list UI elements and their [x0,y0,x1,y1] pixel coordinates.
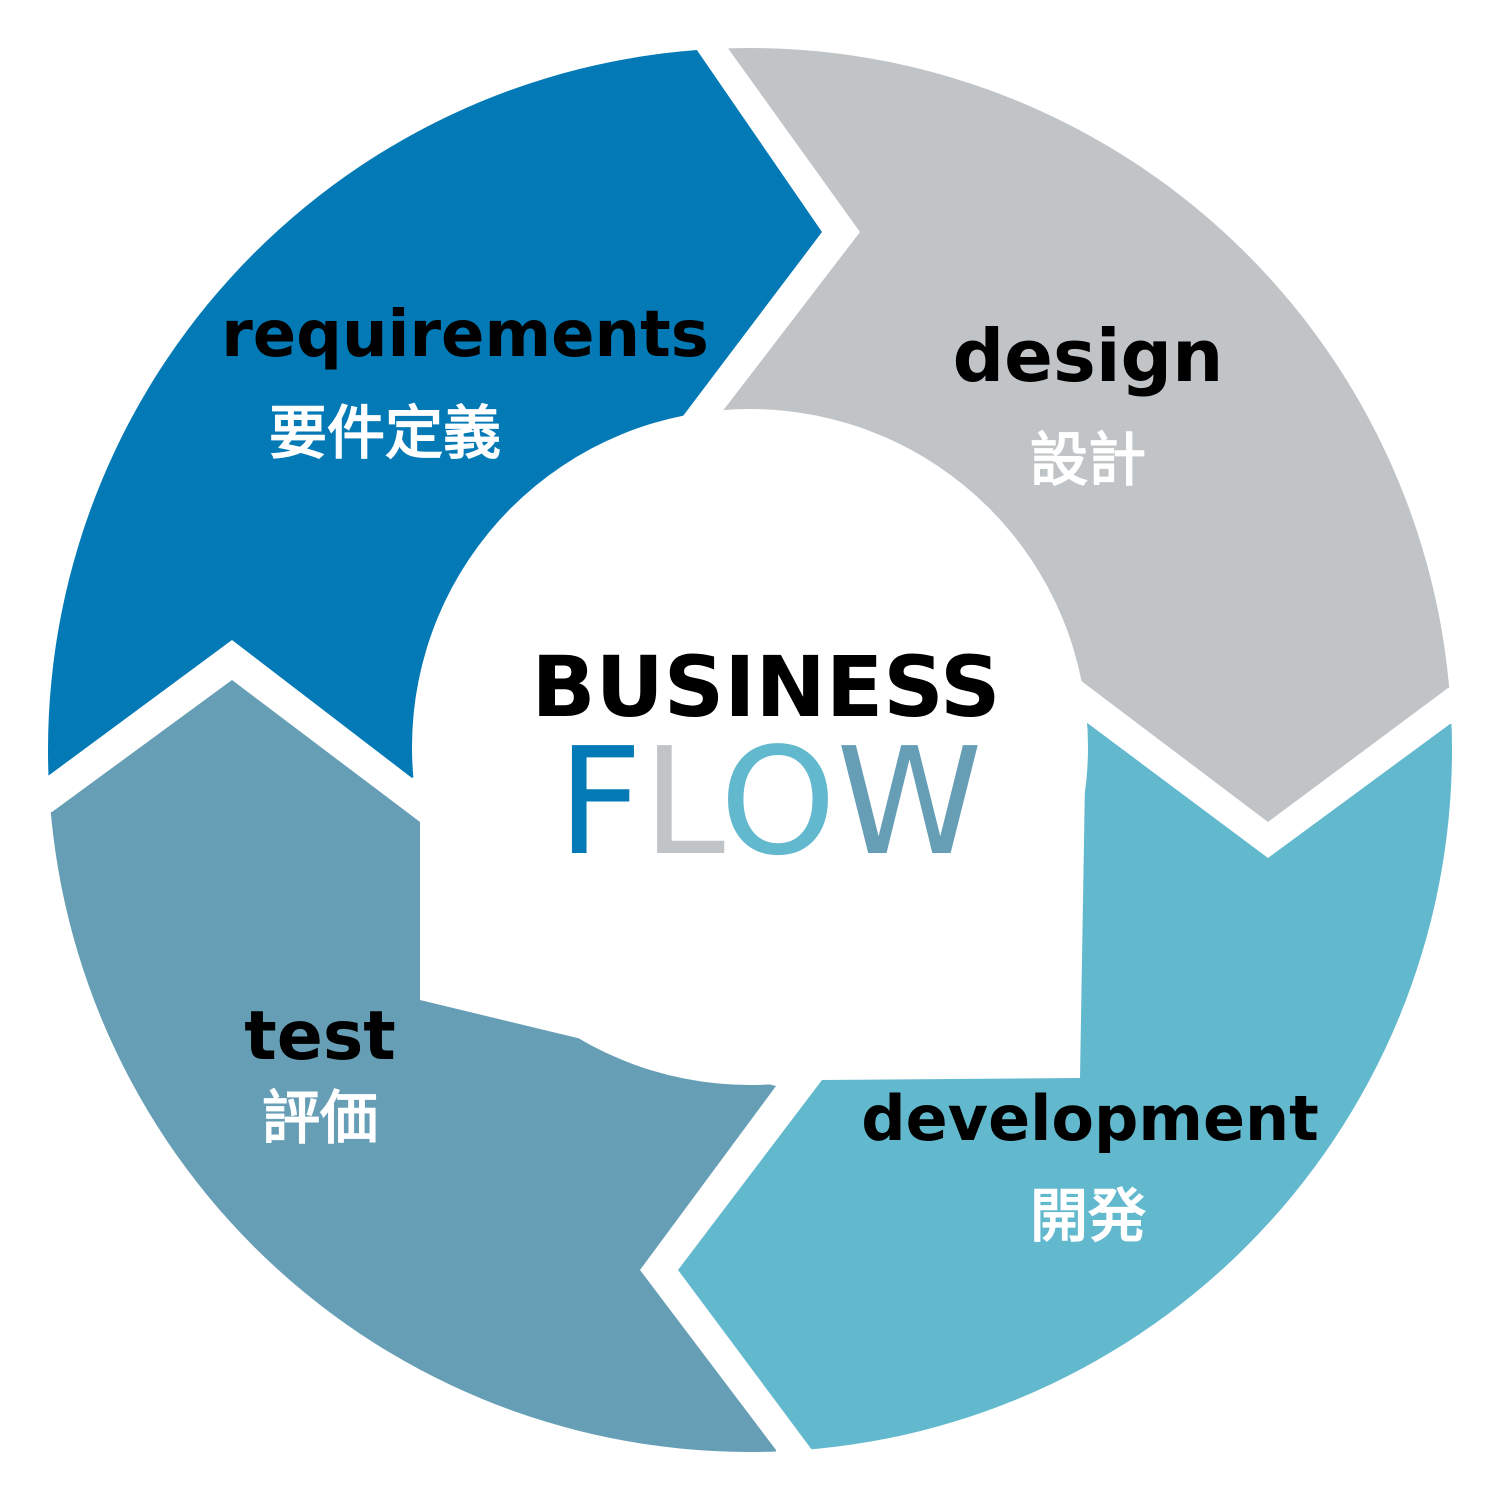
development-label: development [861,1082,1319,1155]
requirements-label-jp: 要件定義 [269,399,501,467]
center-title-business: BUSINESS [532,638,1001,736]
center-title-flow: FLOW [557,716,982,888]
center-circle [412,409,1088,1085]
flow-letter-f: F [557,716,642,888]
design-label-jp: 設計 [1030,426,1146,494]
flow-letter-l: L [643,716,725,888]
design-label: design [953,314,1224,398]
flow-letter-w: W [836,716,982,888]
development-label-jp: 開発 [1030,1182,1147,1250]
flow-letter-o: O [720,716,837,888]
test-label: test [244,997,396,1076]
requirements-label: requirements [221,298,709,372]
test-label-jp: 評価 [262,1084,378,1152]
